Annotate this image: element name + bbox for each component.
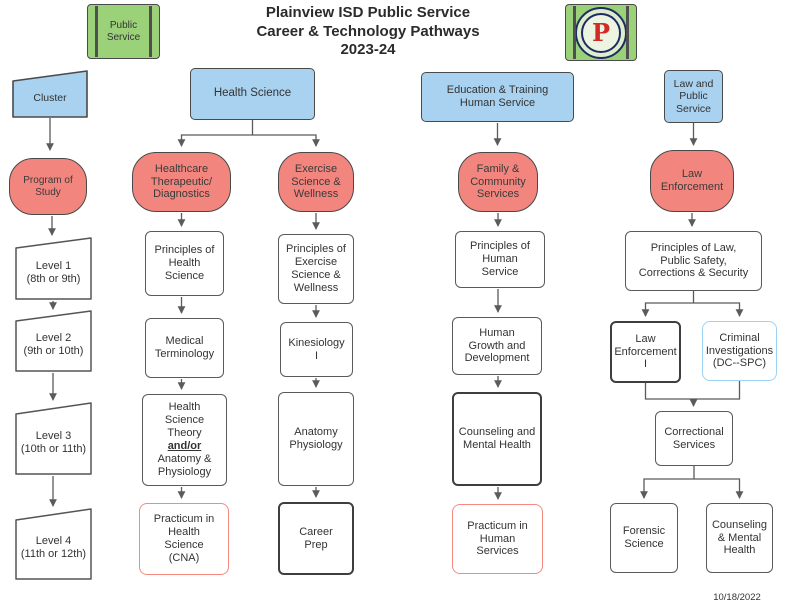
course-health-science-theory: Health Science Theory and/or Anatomy & P… — [142, 394, 227, 486]
course-counseling-mental-health-2: Counseling & Mental Health — [706, 503, 773, 573]
page-title: Plainview ISD Public Service Career & Te… — [256, 4, 480, 58]
oval-exercise-science: Exercise Science & Wellness — [278, 152, 354, 212]
course-law-enforcement-1: Law Enforcement I — [610, 321, 681, 383]
district-logo-icon: P — [575, 6, 627, 59]
district-logo-badge: P — [565, 4, 637, 61]
course-label: Medical Terminology — [154, 335, 215, 360]
badge-bar-left — [573, 6, 576, 59]
header-health-science: Health Science — [190, 68, 315, 120]
header-education-training-label: Education & Training Human Service — [446, 84, 549, 109]
oval-program-of-study-label: Program of Study — [23, 174, 73, 198]
course-counseling-mental-health: Counseling and Mental Health — [452, 392, 542, 486]
public-service-badge: Public Service — [87, 4, 160, 59]
course-label: Criminal Investigations (DC--SPC) — [705, 331, 774, 370]
course-principles-human-service: Principles of Human Service — [455, 231, 545, 288]
course-label: Counseling & Mental Health — [711, 518, 768, 557]
course-label: Health Science Theory — [164, 401, 205, 440]
district-logo-inner: P — [581, 12, 621, 53]
course-medical-terminology: Medical Terminology — [145, 318, 224, 378]
cluster-label: Cluster — [33, 91, 67, 104]
level-2-box: Level 2 (9th or 10th) — [15, 310, 92, 372]
level-4-label: Level 4 (11th or 12th) — [20, 535, 87, 560]
course-label: Anatomy Physiology — [289, 426, 343, 451]
course-label: Principles of Human Service — [470, 240, 530, 278]
course-label: Principles of Health Science — [154, 244, 215, 282]
oval-healthcare-label: Healthcare Therapeutic/ Diagnostics — [150, 162, 213, 201]
course-label: Kinesiology I — [288, 336, 345, 362]
oval-healthcare-therapeutic: Healthcare Therapeutic/ Diagnostics — [132, 152, 231, 212]
course-kinesiology: Kinesiology I — [280, 322, 353, 377]
course-label: Correctional Services — [664, 425, 724, 451]
level-4-box: Level 4 (11th or 12th) — [15, 508, 92, 580]
course-label: Counseling and Mental Health — [458, 426, 536, 451]
level-2-label: Level 2 (9th or 10th) — [23, 332, 84, 357]
course-label: Law Enforcement I — [614, 332, 677, 371]
course-label: Career Prep — [299, 525, 333, 551]
oval-family-label: Family & Community Services — [470, 162, 526, 201]
course-career-prep: Career Prep — [278, 502, 354, 575]
badge-bar-right — [149, 6, 152, 57]
level-3-box: Level 3 (10th or 11th) — [15, 402, 92, 475]
logo-letter: P — [591, 17, 611, 47]
revision-date: 10/18/2022 — [713, 592, 761, 603]
header-education-training: Education & Training Human Service — [421, 72, 574, 122]
level-1-box: Level 1 (8th or 9th) — [15, 237, 92, 300]
course-practicum-human-services: Practicum in Human Services — [452, 504, 543, 574]
badge-bar-left — [95, 6, 98, 57]
header-health-science-label: Health Science — [213, 87, 292, 100]
course-principles-of-law: Principles of Law, Public Safety, Correc… — [625, 231, 762, 291]
public-service-badge-label: Public Service — [106, 19, 141, 43]
course-label: Principles of Law, Public Safety, Correc… — [638, 241, 749, 280]
course-practicum-health-science: Practicum in Health Science (CNA) — [139, 503, 229, 575]
badge-bar-right — [626, 6, 629, 59]
course-forensic-science: Forensic Science — [610, 503, 678, 573]
cluster-shape: Cluster — [12, 70, 88, 118]
oval-law-enforcement-label: Law Enforcement — [660, 168, 724, 193]
course-criminal-investigations: Criminal Investigations (DC--SPC) — [702, 321, 777, 381]
course-human-growth-development: Human Growth and Development — [452, 317, 542, 375]
course-label: Human Growth and Development — [464, 326, 530, 365]
level-1-label: Level 1 (8th or 9th) — [26, 259, 81, 285]
oval-exercise-label: Exercise Science & Wellness — [291, 162, 341, 201]
oval-family-community: Family & Community Services — [458, 152, 538, 212]
level-3-label: Level 3 (10th or 11th) — [20, 429, 87, 455]
course-correctional-services: Correctional Services — [655, 411, 733, 466]
course-label: Anatomy & Physiology — [157, 452, 212, 478]
course-andor-label: and/or — [167, 440, 202, 452]
course-label: Forensic Science — [622, 525, 666, 550]
oval-law-enforcement: Law Enforcement — [650, 150, 734, 212]
course-label: Principles of Exercise Science & Wellnes… — [286, 243, 346, 294]
header-law-public-service-label: Law and Public Service — [673, 77, 714, 115]
course-label: Practicum in Health Science (CNA) — [153, 513, 215, 564]
course-principles-exercise: Principles of Exercise Science & Wellnes… — [278, 234, 354, 304]
course-anatomy-physiology: Anatomy Physiology — [278, 392, 354, 486]
course-label: Practicum in Human Services — [467, 519, 528, 558]
oval-program-of-study: Program of Study — [9, 158, 87, 215]
header-law-public-service: Law and Public Service — [664, 70, 723, 123]
course-principles-health-science: Principles of Health Science — [145, 231, 224, 296]
